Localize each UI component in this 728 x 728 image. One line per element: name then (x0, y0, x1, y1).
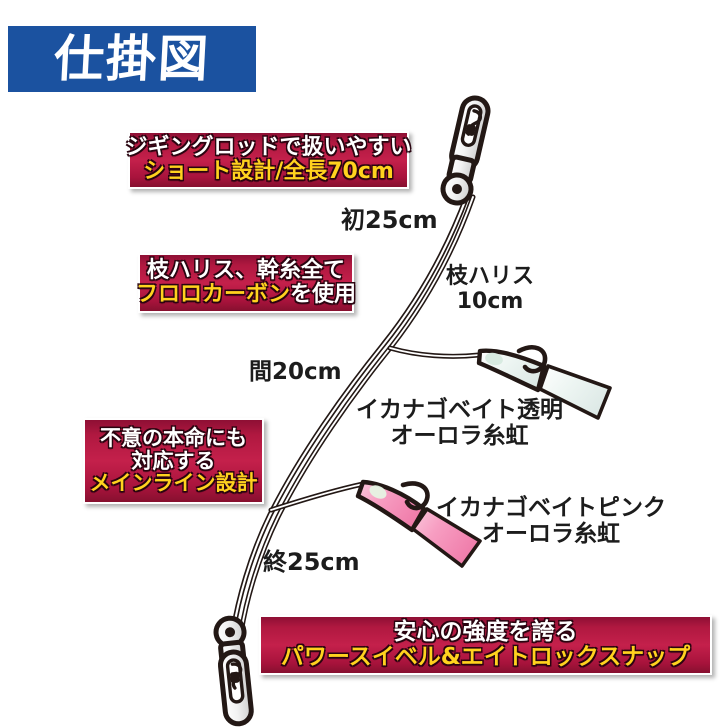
label-pink-bait-line-2: オーロラ糸虹 (482, 520, 620, 547)
callout-swivel-snap-line-1: 安心の強度を誇る (393, 619, 578, 646)
callout-fluorocarbon-highlight: フロロカーボン (135, 282, 290, 307)
pink-lure (355, 479, 482, 568)
callout-main-line-line-3: メインライン設計 (89, 471, 258, 496)
label-clear-bait: イカナゴベイト透明 オーロラ糸虹 (356, 397, 563, 450)
main-line (230, 193, 476, 636)
label-branch-leader-line-1: 枝ハリス (446, 264, 535, 289)
callout-jigging-rod: ジギングロッドで扱いやすい ショート設計/全長70cm (125, 131, 412, 189)
callout-fluorocarbon-line-2: フロロカーボンを使用 (136, 283, 356, 307)
page-title-text: 仕掛図 (52, 30, 212, 88)
callout-fluorocarbon: 枝ハリス、幹糸全て フロロカーボンを使用 (136, 253, 356, 313)
branch-line-lower (268, 481, 366, 513)
callout-main-line-line-2: 対応する (131, 448, 216, 473)
label-pink-bait-line-1: イカナゴベイトピンク (436, 495, 666, 521)
label-middle-segment: 間20cm (249, 359, 342, 385)
branch-line-upper (387, 345, 482, 359)
callout-swivel-snap-line-2: パワースイベル&エイトロックスナップ (280, 644, 691, 670)
callout-jigging-rod-line-1: ジギングロッドで扱いやすい (125, 135, 412, 161)
top-swivel-snap (440, 95, 491, 206)
bottom-swivel-snap (213, 615, 254, 727)
label-last-segment: 終25cm (263, 548, 360, 576)
clear-lure (476, 345, 612, 420)
label-clear-bait-line-1: イカナゴベイト透明 (356, 397, 563, 423)
label-pink-bait: イカナゴベイトピンク オーロラ糸虹 (436, 495, 666, 548)
label-branch-leader: 枝ハリス 10cm (446, 264, 535, 314)
callout-jigging-rod-line-2: ショート設計/全長70cm (143, 159, 394, 184)
callout-fluorocarbon-line-1: 枝ハリス、幹糸全て (147, 258, 346, 284)
label-first-segment: 初25cm (341, 206, 438, 234)
label-clear-bait-line-2: オーロラ糸虹 (390, 422, 529, 449)
callout-main-line: 不意の本命にも 対応する メインライン設計 (83, 418, 264, 504)
callout-fluorocarbon-suffix: を使用 (290, 282, 357, 307)
page-title: 仕掛図 (8, 26, 256, 92)
callout-main-line-line-1: 不意の本命にも (100, 425, 247, 450)
callout-swivel-snap: 安心の強度を誇る パワースイベル&エイトロックスナップ (259, 615, 712, 675)
label-branch-leader-line-2: 10cm (456, 288, 524, 314)
